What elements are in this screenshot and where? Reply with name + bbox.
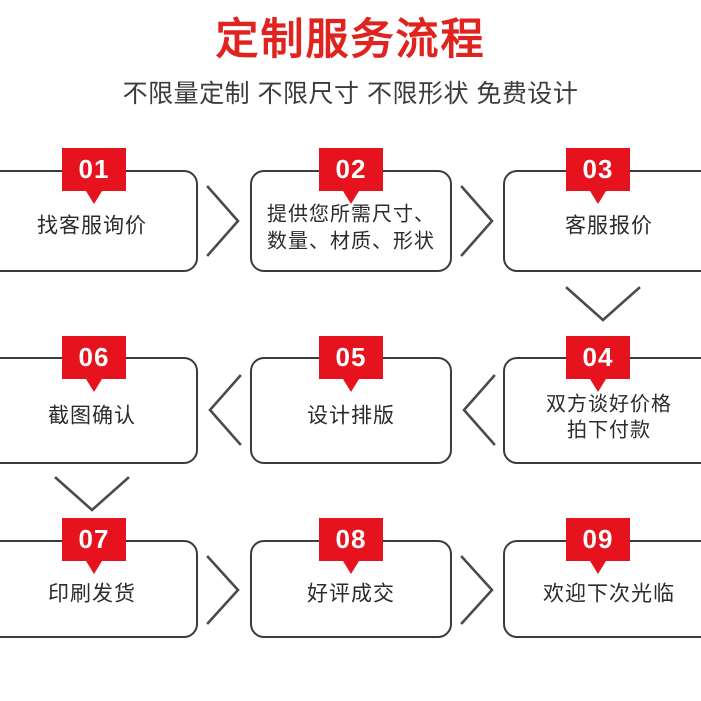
step-label-06: 截图确认 [48, 404, 136, 428]
step-badge-07: 07 [62, 518, 126, 574]
step-label-04: 双方谈好价格 拍下付款 [546, 392, 672, 442]
step-label-01: 找客服询价 [37, 214, 147, 238]
arrow-step2-to-step3-icon [458, 183, 498, 259]
step-badge-06: 06 [62, 336, 126, 392]
arrow-step1-to-step2-icon [204, 183, 244, 259]
step-badge-01: 01 [62, 148, 126, 204]
step-badge-09: 09 [566, 518, 630, 574]
header: 定制服务流程 不限量定制 不限尺寸 不限形状 免费设计 [0, 0, 701, 110]
step-badge-02: 02 [319, 148, 383, 204]
arrow-step5-to-step6-icon [204, 372, 244, 448]
step-badge-08: 08 [319, 518, 383, 574]
page-title: 定制服务流程 [215, 16, 486, 64]
arrow-step4-to-step5-icon [458, 372, 498, 448]
step-label-07: 印刷发货 [48, 582, 136, 606]
step-label-05: 设计排版 [307, 404, 395, 428]
arrow-step3-to-step4-icon [563, 284, 643, 326]
step-box-02[interactable]: 提供您所需尺寸、 数量、材质、形状 [250, 170, 452, 272]
step-badge-05: 05 [319, 336, 383, 392]
step-label-02: 提供您所需尺寸、 数量、材质、形状 [267, 203, 435, 252]
page-subtitle: 不限量定制 不限尺寸 不限形状 免费设计 [122, 80, 579, 109]
step-badge-04: 04 [566, 336, 630, 392]
step-box-04[interactable]: 双方谈好价格 拍下付款 [503, 357, 701, 464]
arrow-step8-to-step9-icon [458, 553, 498, 627]
step-label-03: 客服报价 [565, 214, 653, 238]
step-box-05[interactable]: 设计排版 [250, 357, 452, 464]
step-badge-03: 03 [566, 148, 630, 204]
step-label-08: 好评成交 [307, 582, 395, 606]
arrow-step6-to-step7-icon [52, 474, 132, 516]
step-label-09: 欢迎下次光临 [543, 582, 675, 606]
arrow-step7-to-step8-icon [204, 553, 244, 627]
